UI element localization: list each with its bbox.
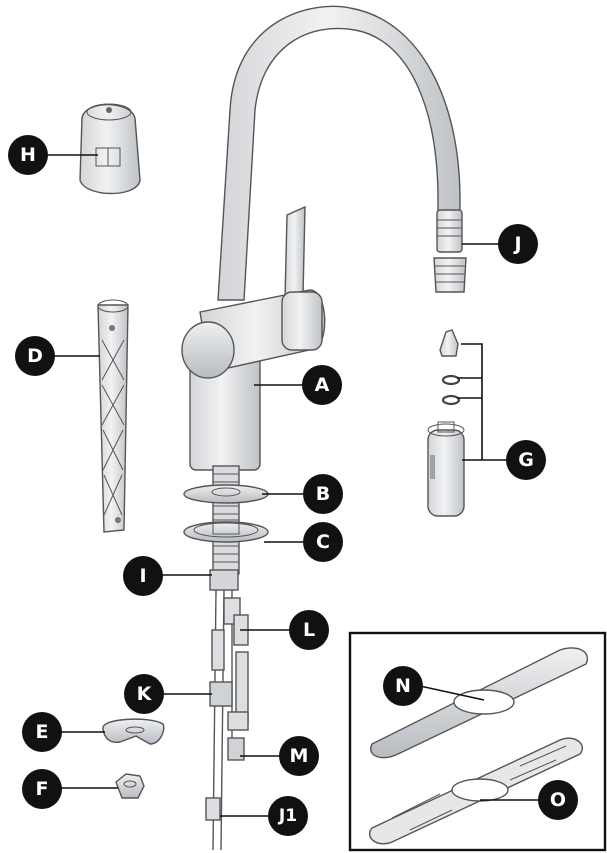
svg-text:O: O	[550, 789, 566, 811]
svg-text:J: J	[512, 233, 521, 255]
faucet-body	[181, 289, 326, 471]
washer-c	[183, 519, 269, 543]
installation-tool	[97, 299, 129, 533]
spray-connector	[433, 209, 467, 293]
svg-text:C: C	[316, 531, 330, 553]
callout-c: C	[303, 522, 343, 562]
callout-l: L	[289, 610, 329, 650]
svg-text:L: L	[303, 619, 315, 641]
callout-b: B	[303, 474, 343, 514]
callout-k: K	[124, 674, 164, 714]
callout-g: G	[506, 440, 546, 480]
spray-head-assembly	[427, 329, 465, 517]
lever-handle	[284, 205, 306, 301]
svg-text:G: G	[518, 449, 534, 471]
callout-a: A	[302, 365, 342, 405]
svg-text:H: H	[20, 144, 36, 166]
svg-text:A: A	[315, 374, 330, 396]
supply-lines	[205, 569, 249, 851]
svg-text:I: I	[139, 565, 146, 587]
deck-gasket	[369, 737, 583, 845]
washer-b	[183, 484, 269, 504]
callout-i: I	[123, 556, 163, 596]
callout-d: D	[15, 336, 55, 376]
horseshoe-washer	[102, 718, 165, 745]
svg-text:D: D	[27, 345, 43, 367]
callout-j: J	[498, 224, 538, 264]
hose-weight	[79, 103, 141, 195]
faucet-spout	[217, 5, 461, 301]
svg-text:K: K	[137, 683, 153, 705]
leader-lines	[40, 154, 540, 817]
mounting-nut	[115, 773, 145, 799]
callout-n: N	[383, 666, 423, 706]
svg-text:B: B	[316, 483, 330, 505]
callout-o: O	[538, 780, 578, 820]
svg-text:J1: J1	[278, 806, 297, 826]
svg-text:M: M	[290, 745, 309, 767]
svg-text:N: N	[395, 675, 411, 697]
callout-j1: J1	[268, 796, 308, 836]
callout-e: E	[22, 712, 62, 752]
callout-h: H	[8, 135, 48, 175]
svg-text:E: E	[36, 721, 49, 743]
svg-text:F: F	[36, 778, 49, 800]
callout-f: F	[22, 769, 62, 809]
callout-m: M	[279, 736, 319, 776]
